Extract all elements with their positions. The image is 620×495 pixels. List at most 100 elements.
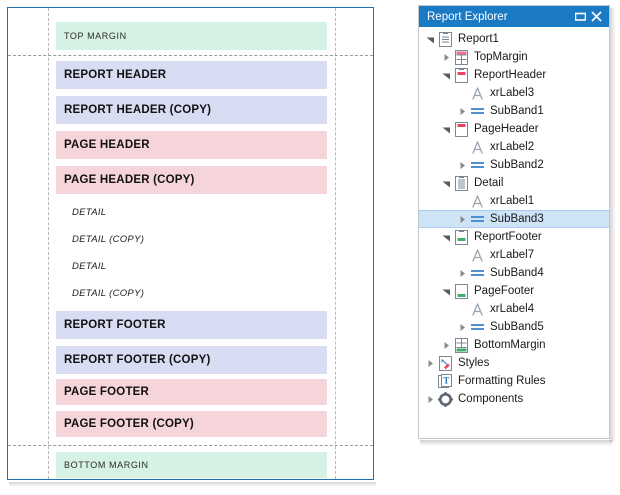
designer-shadow xyxy=(9,482,376,487)
expander-expand-icon[interactable] xyxy=(424,354,437,372)
tree-node-label: PageHeader xyxy=(474,123,539,135)
designer-band-label: REPORT HEADER (COPY) xyxy=(64,104,212,116)
expander-expand-icon[interactable] xyxy=(440,336,453,354)
expander-collapse-icon[interactable] xyxy=(440,282,453,300)
tree-node-label: Styles xyxy=(458,357,490,369)
tree-node-label: ReportFooter xyxy=(474,231,542,243)
tree-node-components[interactable]: Components xyxy=(419,390,609,408)
tree-node-bottommargin[interactable]: BottomMargin xyxy=(419,336,609,354)
styles-icon xyxy=(437,355,453,371)
designer-band-row[interactable]: PAGE FOOTER (COPY) xyxy=(56,411,327,437)
expander-collapse-icon[interactable] xyxy=(440,120,453,138)
designer-band-row[interactable]: REPORT FOOTER xyxy=(56,311,327,339)
expander-expand-icon[interactable] xyxy=(456,318,469,336)
tree-node-subband5[interactable]: SubBand5 xyxy=(419,318,609,336)
expander-expand-icon[interactable] xyxy=(456,210,469,228)
designer-band-label: TOP MARGIN xyxy=(64,31,127,41)
label-icon xyxy=(469,139,485,155)
designer-band-label: DETAIL xyxy=(72,206,107,218)
tree-node-xrlabel1[interactable]: xrLabel1 xyxy=(419,192,609,210)
designer-band-row[interactable]: TOP MARGIN xyxy=(56,22,327,50)
tree-node-reportfooter[interactable]: ReportFooter xyxy=(419,228,609,246)
tree-node-subband3[interactable]: SubBand3 xyxy=(419,210,609,228)
tree-node-detail[interactable]: Detail xyxy=(419,174,609,192)
page-footer-icon xyxy=(453,283,469,299)
expander-collapse-icon[interactable] xyxy=(424,30,437,48)
expander-collapse-icon[interactable] xyxy=(440,66,453,84)
tree-node-label: xrLabel1 xyxy=(490,195,535,207)
designer-band-row[interactable]: REPORT HEADER (COPY) xyxy=(56,96,327,124)
designer-band-row[interactable]: REPORT FOOTER (COPY) xyxy=(56,346,327,374)
tree-node-styles[interactable]: Styles xyxy=(419,354,609,372)
page-margin-guide-horizontal-0 xyxy=(8,55,373,56)
designer-band-row[interactable]: DETAIL (COPY) xyxy=(56,228,327,250)
tree-node-label: ReportHeader xyxy=(474,69,547,81)
designer-band-label: DETAIL (COPY) xyxy=(72,233,145,245)
page-header-icon xyxy=(453,121,469,137)
tree-node-subband1[interactable]: SubBand1 xyxy=(419,102,609,120)
tree-node-label: xrLabel7 xyxy=(490,249,535,261)
components-icon xyxy=(437,391,453,407)
designer-band-row[interactable]: DETAIL xyxy=(56,201,327,223)
sub-band-icon xyxy=(469,157,485,173)
tree-node-label: SubBand5 xyxy=(490,321,544,333)
designer-band-row[interactable]: DETAIL (COPY) xyxy=(56,282,327,304)
designer-band-label: REPORT FOOTER xyxy=(64,319,166,331)
tree-node-xrlabel3[interactable]: xrLabel3 xyxy=(419,84,609,102)
designer-band-row[interactable]: PAGE HEADER (COPY) xyxy=(56,166,327,194)
designer-band-label: DETAIL xyxy=(72,260,107,272)
designer-band-label: REPORT FOOTER (COPY) xyxy=(64,354,211,366)
designer-band-row[interactable]: BOTTOM MARGIN xyxy=(56,452,327,478)
designer-band-label: BOTTOM MARGIN xyxy=(64,460,149,470)
tree-node-report1[interactable]: Report1 xyxy=(419,30,609,48)
restore-icon[interactable] xyxy=(572,9,588,25)
tree-node-label: BottomMargin xyxy=(474,339,546,351)
designer-band-row[interactable]: DETAIL xyxy=(56,255,327,277)
tree-node-label: xrLabel2 xyxy=(490,141,535,153)
label-icon xyxy=(469,85,485,101)
close-icon[interactable] xyxy=(588,9,604,25)
band-stack: TOP MARGIN REPORT HEADER REPORT HEADER (CO… xyxy=(8,8,373,479)
designer-band-row[interactable]: PAGE HEADER xyxy=(56,131,327,159)
svg-text:T: T xyxy=(443,375,449,385)
sub-band-icon xyxy=(469,319,485,335)
tree-node-xrlabel4[interactable]: xrLabel4 xyxy=(419,300,609,318)
expander-expand-icon[interactable] xyxy=(456,102,469,120)
report-explorer-titlebar: Report Explorer xyxy=(419,6,609,27)
label-icon xyxy=(469,193,485,209)
panel-title: Report Explorer xyxy=(427,10,508,23)
tree-node-label: PageFooter xyxy=(474,285,535,297)
designer-band-label: PAGE FOOTER (COPY) xyxy=(64,418,194,430)
tree-node-xrlabel2[interactable]: xrLabel2 xyxy=(419,138,609,156)
tree-node-subband4[interactable]: SubBand4 xyxy=(419,264,609,282)
tree-node-topmargin[interactable]: TopMargin xyxy=(419,48,609,66)
tree-node-label: SubBand4 xyxy=(490,267,544,279)
expander-collapse-icon[interactable] xyxy=(440,174,453,192)
tree-node-pagefooter[interactable]: PageFooter xyxy=(419,282,609,300)
designer-band-row[interactable]: REPORT HEADER xyxy=(56,61,327,89)
sub-band-icon xyxy=(469,103,485,119)
report-designer-surface[interactable]: TOP MARGIN REPORT HEADER REPORT HEADER (CO… xyxy=(7,7,374,480)
explorer-shadow-right xyxy=(610,8,616,442)
expander-expand-icon[interactable] xyxy=(424,390,437,408)
designer-band-label: REPORT HEADER xyxy=(64,69,167,81)
tree-node-subband2[interactable]: SubBand2 xyxy=(419,156,609,174)
page-margin-guide-horizontal-1 xyxy=(8,445,373,446)
detail-icon xyxy=(453,175,469,191)
tree-node-xrlabel7[interactable]: xrLabel7 xyxy=(419,246,609,264)
designer-band-label: PAGE FOOTER xyxy=(64,386,150,398)
expander-collapse-icon[interactable] xyxy=(440,228,453,246)
designer-band-label: PAGE HEADER (COPY) xyxy=(64,174,195,186)
designer-band-row[interactable]: PAGE FOOTER xyxy=(56,379,327,405)
tree-node-label: SubBand1 xyxy=(490,105,544,117)
expander-expand-icon[interactable] xyxy=(456,264,469,282)
expander-expand-icon[interactable] xyxy=(440,48,453,66)
tree-node-pageheader[interactable]: PageHeader xyxy=(419,120,609,138)
expander-expand-icon[interactable] xyxy=(456,156,469,174)
label-icon xyxy=(469,301,485,317)
tree-node-reportheader[interactable]: ReportHeader xyxy=(419,66,609,84)
